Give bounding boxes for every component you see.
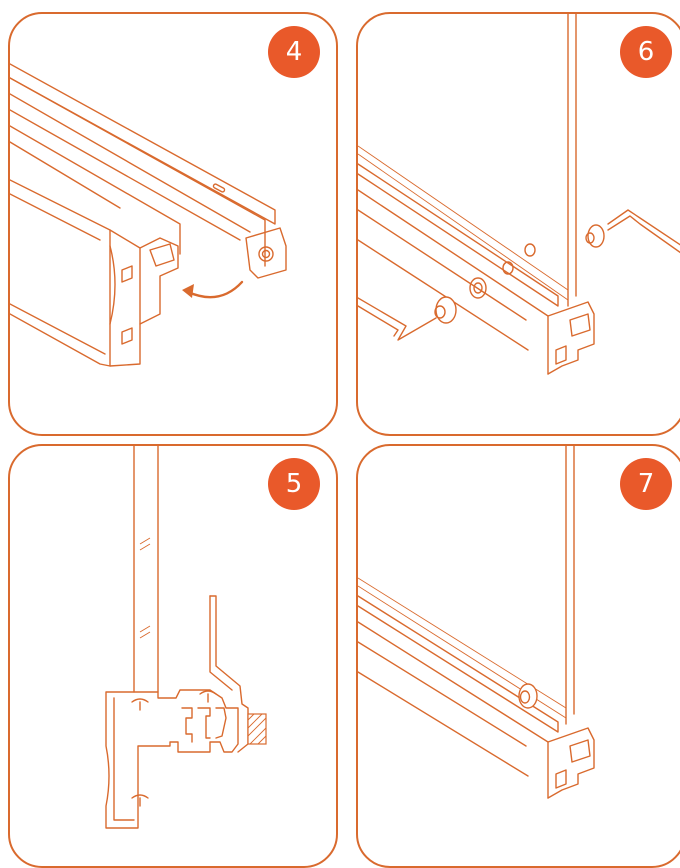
rail-insert-illustration <box>10 63 287 367</box>
step-4-panel: 4 <box>8 12 338 436</box>
profile-cross-section <box>105 446 267 829</box>
step-5-panel: 5 <box>8 444 338 868</box>
step-number-badge: 5 <box>268 458 320 510</box>
step-number-badge: 6 <box>620 26 672 78</box>
step-6-panel: 6 <box>356 12 680 436</box>
step-7-panel: 7 <box>356 444 680 868</box>
step-number-badge: 7 <box>620 458 672 510</box>
screw-tightening-illustration <box>358 14 680 375</box>
step-number-badge: 4 <box>268 26 320 78</box>
finished-assembly-illustration <box>358 446 595 799</box>
